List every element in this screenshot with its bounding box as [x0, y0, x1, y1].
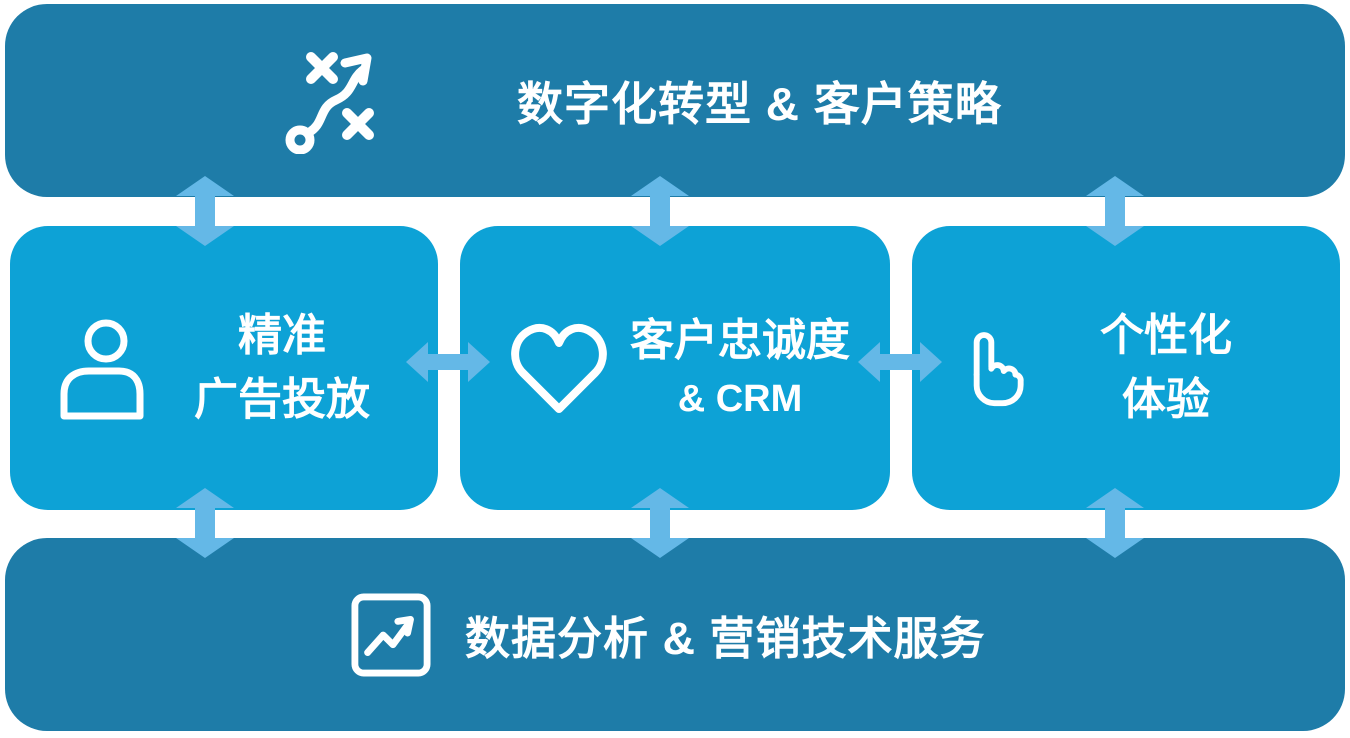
bottom-banner-title: 数据分析 & 营销技术服务	[465, 613, 986, 664]
trend-chart-icon	[351, 593, 431, 677]
personalization-line2: 体验	[1122, 375, 1210, 424]
precision-ads-line1: 精准	[238, 311, 326, 361]
bottom-banner: 数据分析 & 营销技术服务	[5, 538, 1345, 731]
personalization-line1: 个性化	[1100, 311, 1232, 361]
loyalty-crm-line1: 客户忠诚度	[630, 315, 850, 365]
loyalty-crm-box: 客户忠诚度 & CRM	[460, 226, 890, 510]
personalization-box: 个性化 体验	[912, 226, 1340, 510]
top-banner: 数字化转型 & 客户策略	[5, 4, 1345, 197]
precision-ads-label: 精准 广告投放	[146, 304, 418, 432]
precision-ads-line2: 广告投放	[194, 375, 370, 424]
heart-icon	[510, 321, 608, 415]
person-icon	[58, 316, 146, 420]
top-banner-title: 数字化转型 & 客户策略	[517, 77, 1002, 130]
personalization-label: 个性化 体验	[1028, 304, 1304, 432]
precision-ads-box: 精准 广告投放	[10, 226, 438, 510]
loyalty-crm-label: 客户忠诚度 & CRM	[608, 309, 872, 428]
pointing-hand-icon	[962, 318, 1028, 418]
strategy-icon	[283, 48, 395, 154]
loyalty-crm-line2: & CRM	[677, 378, 803, 421]
